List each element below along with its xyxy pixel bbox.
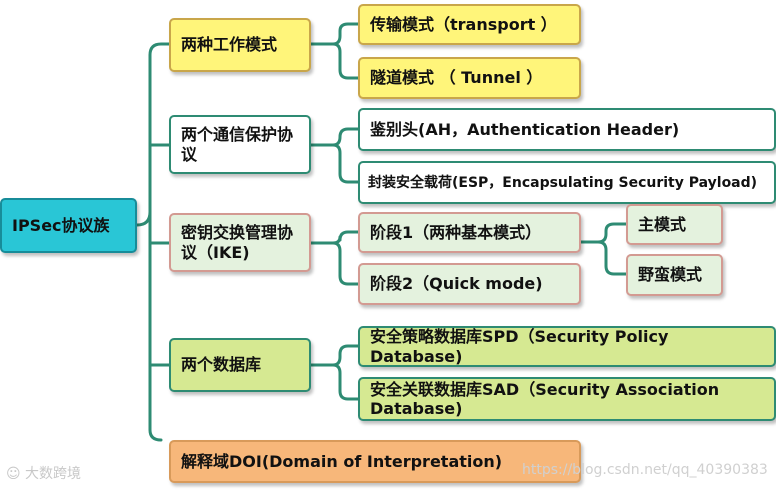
leaf-phase-2: 阶段2（Quick mode) xyxy=(358,263,581,305)
branch-doi-label: 解释域DOI(Domain of Interpretation) xyxy=(181,451,503,471)
branch-doi: 解释域DOI(Domain of Interpretation) xyxy=(169,440,581,483)
leaf-sad: 安全关联数据库SAD（Security Association Database… xyxy=(358,377,776,421)
branch-protocols-label: 两个通信保护协议 xyxy=(181,124,294,164)
watermark-logo-text: ☺ 大数跨境 xyxy=(6,466,82,482)
leaf-main-mode: 主模式 xyxy=(626,204,723,245)
branch-ike: 密钥交换管理协议（IKE) xyxy=(169,213,311,272)
branch-ike-label: 密钥交换管理协议（IKE) xyxy=(181,222,294,262)
leaf-ah: 鉴别头(AH，Authentication Header) xyxy=(358,108,776,151)
leaf-esp: 封装安全载荷(ESP，Encapsulating Security Payloa… xyxy=(358,161,776,204)
branch-databases-label: 两个数据库 xyxy=(181,355,262,374)
watermark-icon: ☺ xyxy=(6,466,26,482)
branch-databases: 两个数据库 xyxy=(169,338,311,392)
watermark-url: https://blog.csdn.net/qq_40390383 xyxy=(522,462,768,478)
branch-protocols: 两个通信保护协议 xyxy=(169,115,311,174)
root-node-ipsec: IPSec协议族 xyxy=(0,198,137,253)
leaf-spd: 安全策略数据库SPD（Security Policy Database) xyxy=(358,326,776,367)
leaf-phase-1: 阶段1（两种基本模式） xyxy=(358,212,581,253)
root-label: IPSec协议族 xyxy=(12,215,110,235)
leaf-tunnel-mode: 隧道模式 （ Tunnel ） xyxy=(358,57,581,99)
leaf-aggressive-mode: 野蛮模式 xyxy=(626,254,723,296)
leaf-transport-mode: 传输模式（transport ） xyxy=(358,4,581,45)
branch-work-modes-label: 两种工作模式 xyxy=(181,35,278,54)
branch-work-modes: 两种工作模式 xyxy=(169,18,311,72)
